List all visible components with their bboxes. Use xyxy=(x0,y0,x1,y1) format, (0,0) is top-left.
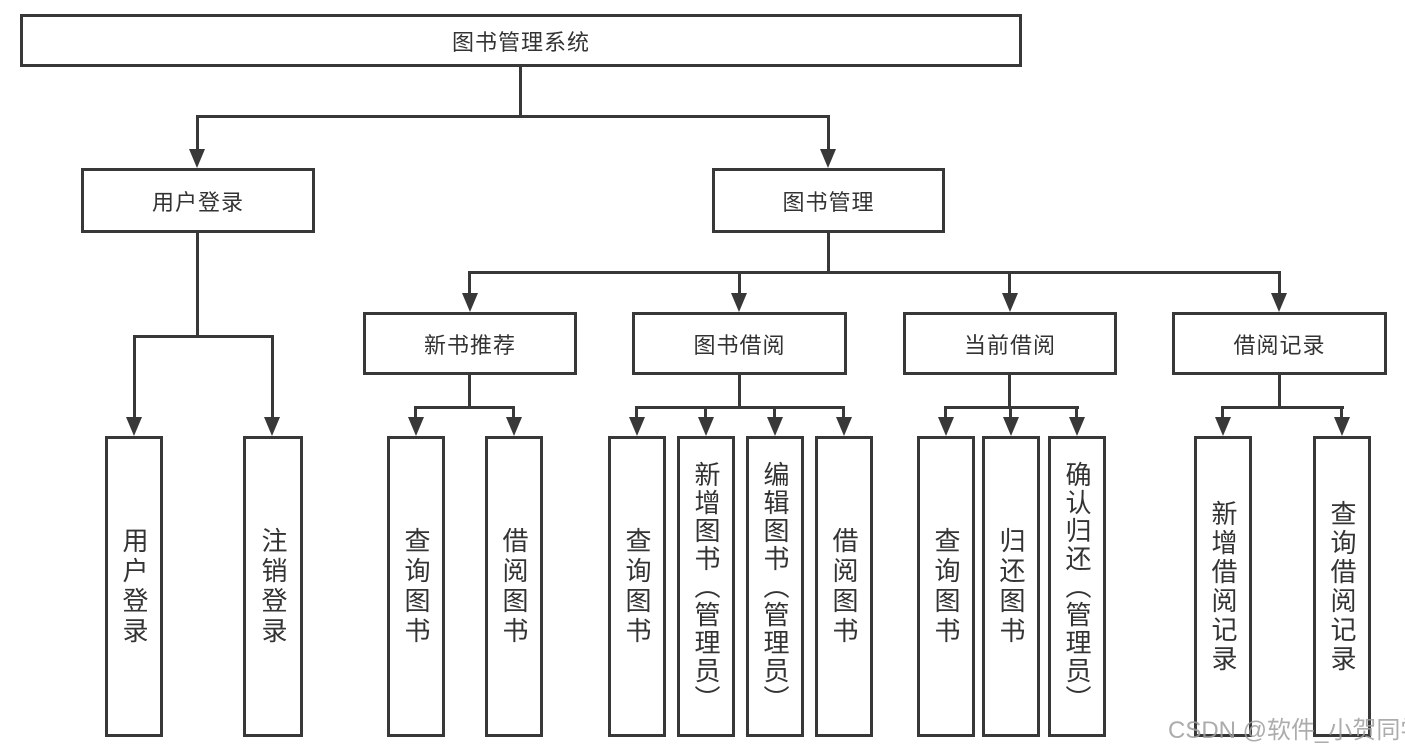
leaf-records-add-record: 新增借阅记录 xyxy=(1194,436,1252,737)
leaf-current-confirm-return: 确认归还（管理员） xyxy=(1048,436,1106,737)
connector-to-current-query xyxy=(944,406,947,418)
connector-to-current-return xyxy=(1009,406,1012,418)
leaf-recommend-query-books: 查询图书 xyxy=(387,436,445,737)
connector-to-book-management xyxy=(827,115,830,151)
arrow-to-current-borrowing-icon xyxy=(1002,293,1018,312)
arrow-to-current-confirm-icon xyxy=(1069,417,1085,436)
arrow-to-recommend-query-icon xyxy=(408,417,424,436)
connector-new-book-recommend-branch xyxy=(414,406,515,409)
arrow-to-leaf-user-login-icon xyxy=(126,417,142,436)
connector-book-borrowing-branch xyxy=(635,406,845,409)
arrow-to-borrowing-records-icon xyxy=(1271,293,1287,312)
arrow-to-borrowing-borrow-icon xyxy=(836,417,852,436)
leaf-borrowing-query-books: 查询图书 xyxy=(608,436,666,737)
connector-to-borrowing-edit xyxy=(773,406,776,418)
arrow-to-borrowing-add-icon xyxy=(698,417,714,436)
leaf-current-return-books: 归还图书 xyxy=(982,436,1040,737)
node-book-borrowing: 图书借阅 xyxy=(632,312,847,375)
connector-to-borrowing-add xyxy=(704,406,707,418)
arrow-to-records-query-icon xyxy=(1334,417,1350,436)
arrow-to-new-book-recommend-icon xyxy=(462,293,478,312)
connector-to-borrowing-records xyxy=(1278,271,1281,294)
leaf-user-login: 用户登录 xyxy=(105,436,163,737)
connector-book-management-stem xyxy=(827,233,830,271)
leaf-logout-label: 注销登录 xyxy=(258,526,288,647)
connector-to-book-borrowing xyxy=(738,271,741,294)
connector-book-management-branch xyxy=(468,271,1281,274)
arrow-to-current-query-icon xyxy=(938,417,954,436)
leaf-borrowing-add-books: 新增图书（管理员） xyxy=(677,436,735,737)
leaf-recommend-borrow-books: 借阅图书 xyxy=(485,436,543,737)
csdn-watermark: CSDN @软件_小贺同学 xyxy=(1168,717,1405,744)
leaf-borrowing-edit-books: 编辑图书（管理员） xyxy=(746,436,804,737)
connector-to-recommend-query xyxy=(414,406,417,418)
connector-to-current-confirm xyxy=(1075,406,1078,418)
connector-current-borrowing-stem xyxy=(1008,375,1011,406)
leaf-recommend-query-books-label: 查询图书 xyxy=(401,526,431,647)
connector-to-recommend-borrow xyxy=(512,406,515,418)
connector-to-borrowing-query xyxy=(635,406,638,418)
leaf-borrowing-edit-books-label: 编辑图书（管理员） xyxy=(760,460,790,713)
connector-user-login-stem xyxy=(196,233,199,335)
connector-root-stem xyxy=(519,67,522,115)
leaf-borrowing-borrow-books: 借阅图书 xyxy=(815,436,873,737)
arrow-to-book-borrowing-icon xyxy=(731,293,747,312)
leaf-current-return-books-label: 归还图书 xyxy=(996,526,1026,647)
leaf-borrowing-borrow-books-label: 借阅图书 xyxy=(829,526,859,647)
arrow-to-borrowing-edit-icon xyxy=(767,417,783,436)
node-borrowing-records: 借阅记录 xyxy=(1172,312,1387,375)
connector-to-records-query xyxy=(1340,406,1343,418)
node-library-management-system: 图书管理系统 xyxy=(20,14,1022,67)
connector-to-new-book-recommend xyxy=(468,271,471,294)
connector-root-branch xyxy=(196,115,830,118)
arrow-to-current-return-icon xyxy=(1003,417,1019,436)
leaf-user-login-label: 用户登录 xyxy=(119,526,149,647)
leaf-records-query-record: 查询借阅记录 xyxy=(1313,436,1371,737)
leaf-records-query-record-label: 查询借阅记录 xyxy=(1327,499,1357,674)
connector-to-user-login xyxy=(196,115,199,151)
leaf-recommend-borrow-books-label: 借阅图书 xyxy=(499,526,529,647)
node-book-management: 图书管理 xyxy=(712,168,945,233)
node-user-login: 用户登录 xyxy=(81,168,315,233)
connector-user-login-branch xyxy=(133,335,274,338)
arrow-to-user-login-icon xyxy=(189,149,205,168)
leaf-logout: 注销登录 xyxy=(243,436,303,737)
node-new-book-recommend: 新书推荐 xyxy=(363,312,577,375)
arrow-to-borrowing-query-icon xyxy=(629,417,645,436)
connector-to-current-borrowing xyxy=(1008,271,1011,294)
leaf-current-query-books-label: 查询图书 xyxy=(931,526,961,647)
leaf-records-add-record-label: 新增借阅记录 xyxy=(1208,499,1238,674)
connector-book-borrowing-stem xyxy=(738,375,741,406)
arrow-to-leaf-logout-icon xyxy=(264,417,280,436)
leaf-borrowing-query-books-label: 查询图书 xyxy=(622,526,652,647)
arrow-to-records-add-icon xyxy=(1215,417,1231,436)
connector-to-leaf-logout xyxy=(271,335,274,418)
leaf-current-confirm-return-label: 确认归还（管理员） xyxy=(1062,460,1092,713)
arrow-to-book-management-icon xyxy=(820,149,836,168)
connector-borrowing-records-branch xyxy=(1221,406,1344,409)
leaf-borrowing-add-books-label: 新增图书（管理员） xyxy=(691,460,721,713)
leaf-current-query-books: 查询图书 xyxy=(917,436,975,737)
connector-to-borrowing-borrow xyxy=(842,406,845,418)
node-current-borrowing: 当前借阅 xyxy=(903,312,1117,375)
connector-to-leaf-user-login xyxy=(133,335,136,418)
connector-to-records-add xyxy=(1221,406,1224,418)
connector-borrowing-records-stem xyxy=(1278,375,1281,406)
arrow-to-recommend-borrow-icon xyxy=(506,417,522,436)
connector-new-book-recommend-stem xyxy=(468,375,471,406)
